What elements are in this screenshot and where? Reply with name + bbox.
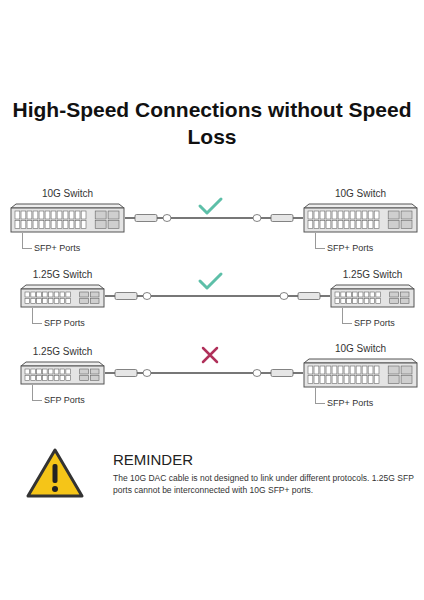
leader-line	[315, 233, 325, 249]
port-type-label: SFP Ports	[44, 395, 85, 405]
switch-body	[20, 284, 105, 308]
port-type-label: SFP+ Ports	[34, 243, 80, 253]
warning-icon	[28, 450, 82, 496]
check-mark	[200, 274, 221, 288]
diagram-title: High-Speed Connections without Speed Los…	[10, 96, 414, 150]
cable-ferrite	[143, 293, 151, 300]
network-switch: 1.25G SwitchSFP Ports	[20, 268, 105, 329]
port-label: SFP+ Ports	[10, 242, 125, 254]
switch-drawing	[303, 203, 418, 233]
cable-plug	[115, 370, 137, 377]
switch-body	[20, 361, 105, 385]
switch-drawing	[330, 284, 415, 308]
port-type-label: SFP+ Ports	[327, 243, 373, 253]
cable-ferrite	[253, 370, 261, 377]
leader-line	[32, 385, 42, 401]
network-switch: 1.25G SwitchSFP Ports	[20, 345, 105, 406]
switch-body	[303, 203, 418, 233]
leader-line	[315, 388, 325, 404]
port-label: SFP Ports	[330, 317, 415, 329]
port-label: SFP Ports	[20, 394, 105, 406]
cable-ferrite	[253, 215, 261, 222]
port-label: SFP+ Ports	[303, 397, 418, 409]
cross-mark	[203, 348, 217, 362]
switch-body	[303, 358, 418, 388]
switch-body	[10, 203, 125, 233]
switch-label: 1.25G Switch	[330, 268, 415, 282]
network-switch: 10G SwitchSFP+ Ports	[303, 342, 418, 409]
switch-label: 1.25G Switch	[20, 345, 105, 359]
dac-cable-group	[125, 215, 303, 222]
cable-ferrite	[163, 215, 171, 222]
switch-label: 10G Switch	[303, 342, 418, 356]
switch-drawing	[20, 361, 105, 385]
cable-plug	[271, 215, 293, 222]
dac-cable-group	[105, 293, 330, 300]
port-type-label: SFP Ports	[44, 318, 85, 328]
port-type-label: SFP Ports	[354, 318, 395, 328]
switch-drawing	[303, 358, 418, 388]
dac-cable-group	[105, 370, 303, 377]
switch-label: 10G Switch	[303, 187, 418, 201]
port-type-label: SFP+ Ports	[327, 398, 373, 408]
leader-line	[342, 308, 352, 324]
leader-line	[22, 233, 32, 249]
switch-label: 10G Switch	[10, 187, 125, 201]
dac-cable	[105, 295, 330, 297]
network-switch: 10G SwitchSFP+ Ports	[10, 187, 125, 254]
cable-plug	[271, 370, 293, 377]
switch-body	[330, 284, 415, 308]
switch-label: 1.25G Switch	[20, 268, 105, 282]
cable-plug	[135, 215, 157, 222]
port-label: SFP Ports	[20, 317, 105, 329]
network-switch: 10G SwitchSFP+ Ports	[303, 187, 418, 254]
port-label: SFP+ Ports	[303, 242, 418, 254]
reminder-heading: REMINDER	[113, 451, 413, 469]
leader-line	[32, 308, 42, 324]
reminder-note: The 10G DAC cable is not designed to lin…	[113, 472, 418, 496]
cable-plug	[298, 293, 320, 300]
cable-plug	[115, 293, 137, 300]
cable-ferrite	[280, 293, 288, 300]
cable-ferrite	[143, 370, 151, 377]
switch-drawing	[20, 284, 105, 308]
check-mark	[200, 199, 221, 213]
network-switch: 1.25G SwitchSFP Ports	[330, 268, 415, 329]
switch-drawing	[10, 203, 125, 233]
